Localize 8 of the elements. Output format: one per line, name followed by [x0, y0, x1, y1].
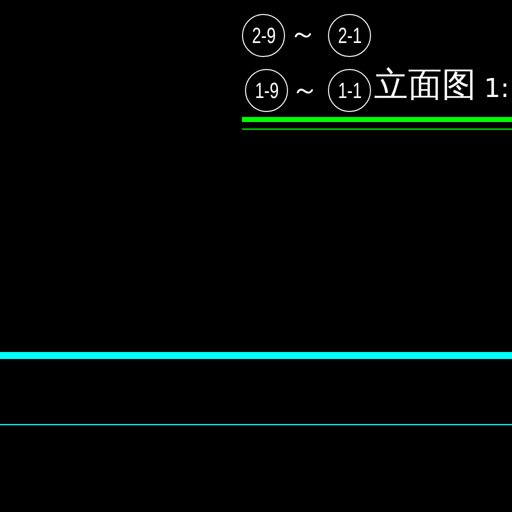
- axis-number-circle: 2-1: [328, 14, 371, 57]
- drawing-title: 立面图: [374, 68, 476, 102]
- axis-number-circle: 1-1: [328, 69, 371, 112]
- range-tilde: ～: [291, 76, 319, 104]
- axis-number-circle: 1-9: [245, 69, 288, 112]
- axis-number-circle: 2-9: [242, 14, 285, 57]
- range-tilde: ～: [289, 20, 317, 48]
- scale-text: 1:: [484, 76, 510, 102]
